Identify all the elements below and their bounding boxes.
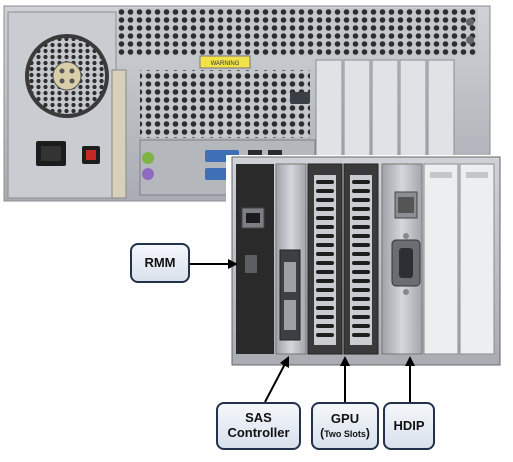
gpu-vent-slit <box>352 252 370 256</box>
gpu-vent-slit <box>316 252 334 256</box>
sas-arrow <box>264 361 287 403</box>
gpu-vent-slit <box>352 207 370 211</box>
gpu-close-paren: ) <box>365 425 370 440</box>
gpu-label-sub: (Two Slots) <box>320 425 370 441</box>
server-chassis: WARNING <box>3 5 491 202</box>
gpu-vent-slit <box>352 189 370 193</box>
gpu-vent-slit <box>316 261 334 265</box>
callout-arrows <box>189 259 415 403</box>
gpu-vent-slit <box>352 243 370 247</box>
rmm-label: RMM <box>130 243 190 283</box>
gpu-vent-slit <box>316 243 334 247</box>
gpu-vent-slit <box>352 261 370 265</box>
empty-slot-cover <box>459 163 495 355</box>
sas-controller-bracket <box>275 163 307 355</box>
gpu-vent-slit <box>316 297 334 301</box>
rear-vent <box>140 70 310 138</box>
gpu-vent-slit <box>352 324 370 328</box>
sas-controller-label: SAS Controller <box>216 402 301 450</box>
gpu-vent-slit <box>316 225 334 229</box>
gpu-label: GPU (Two Slots) <box>311 402 379 450</box>
gpu-vent-slit <box>316 207 334 211</box>
hdip-bracket <box>381 163 423 355</box>
gpu-vent-slit <box>352 279 370 283</box>
top-vent <box>118 8 478 56</box>
rmm-label-text: RMM <box>144 254 176 270</box>
gpu-vent-slit <box>316 333 334 337</box>
hdip-label-text: HDIP <box>393 417 425 433</box>
ps2-mouse-port <box>142 168 154 180</box>
gpu-vent-slit <box>352 180 370 184</box>
warning-sticker-text: WARNING <box>211 61 240 67</box>
gpu-vent-slit <box>316 216 334 220</box>
gpu-vent-slit <box>316 315 334 319</box>
gpu-label-text: GPU <box>330 410 360 426</box>
gpu-vent-slit <box>352 225 370 229</box>
rmm-card-bracket <box>236 164 274 354</box>
case-sticker <box>111 69 127 199</box>
gpu-vents <box>316 180 370 337</box>
gpu-vent-slit <box>316 288 334 292</box>
gpu-vent-slit <box>352 306 370 310</box>
warning-sticker <box>199 55 251 69</box>
gpu-vent-slit <box>316 198 334 202</box>
gpu-sub-text: Two Slots <box>324 428 366 439</box>
chassis-serial-port <box>290 92 310 104</box>
gpu-vent-slit <box>316 279 334 283</box>
gpu-vent-slit <box>316 306 334 310</box>
sas-label-line1: SAS <box>245 410 272 426</box>
gpu-vent-slit <box>316 324 334 328</box>
gpu-vent-slit <box>316 270 334 274</box>
gpu-vent-slit <box>316 234 334 238</box>
gpu-vent-slit <box>352 333 370 337</box>
gpu-vent-slit <box>352 297 370 301</box>
empty-slot-cover <box>423 163 459 355</box>
gpu-vent-slit <box>316 189 334 193</box>
gpu-vent-slit <box>352 216 370 220</box>
gpu-vent-slit <box>352 315 370 319</box>
sas-port <box>284 300 296 330</box>
gpu-open-paren: ( <box>320 425 325 440</box>
sas-label-line2: Controller <box>227 425 290 440</box>
expansion-slots-zoom <box>226 155 506 371</box>
sas-port <box>284 262 296 292</box>
gpu-vent-slit <box>352 234 370 238</box>
ps2-keyboard-port <box>142 152 154 164</box>
gpu-vent-slit <box>316 180 334 184</box>
gpu-vent-slit <box>352 270 370 274</box>
gpu-vent-slit <box>352 288 370 292</box>
gpu-vent-slit <box>352 198 370 202</box>
psu-fan-icon <box>25 34 109 118</box>
hdip-label: HDIP <box>383 402 435 450</box>
